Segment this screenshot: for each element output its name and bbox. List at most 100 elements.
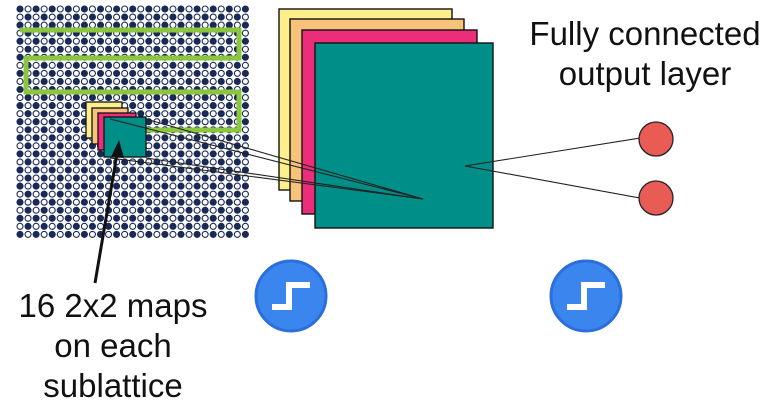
spin-down-dot xyxy=(241,222,249,230)
spin-down-dot xyxy=(217,230,225,238)
spin-up-dot xyxy=(209,5,217,13)
spin-up-dot xyxy=(145,150,153,158)
spin-up-dot xyxy=(177,230,185,238)
spin-down-dot xyxy=(161,222,169,230)
connection-line xyxy=(145,157,424,200)
spin-down-dot xyxy=(121,37,129,45)
scan-path-line xyxy=(20,27,242,133)
spin-down-dot xyxy=(56,134,64,142)
spin-down-dot xyxy=(233,182,241,190)
spin-down-dot xyxy=(161,142,169,150)
spin-down-dot xyxy=(129,45,137,53)
spin-up-dot xyxy=(80,37,88,45)
spin-up-dot xyxy=(185,94,193,102)
spin-down-dot xyxy=(169,150,177,158)
spin-up-dot xyxy=(185,206,193,214)
spin-up-dot xyxy=(113,214,121,222)
spin-down-dot xyxy=(217,198,225,206)
spin-down-dot xyxy=(48,174,56,182)
spin-down-dot xyxy=(209,61,217,69)
spin-up-dot xyxy=(241,118,249,126)
spin-down-dot xyxy=(16,158,24,166)
spin-up-dot xyxy=(177,5,185,13)
spin-up-dot xyxy=(24,174,32,182)
spin-down-dot xyxy=(72,69,80,77)
spin-up-dot xyxy=(169,61,177,69)
spin-down-dot xyxy=(24,182,32,190)
spin-down-dot xyxy=(16,61,24,69)
spin-up-dot xyxy=(161,69,169,77)
spin-up-dot xyxy=(209,198,217,206)
spin-down-dot xyxy=(105,166,113,174)
spin-down-dot xyxy=(80,94,88,102)
spin-down-dot xyxy=(32,13,40,21)
spin-down-dot xyxy=(48,206,56,214)
spin-down-dot xyxy=(177,190,185,198)
spin-down-dot xyxy=(161,110,169,118)
spin-up-dot xyxy=(241,21,249,29)
spin-up-dot xyxy=(209,118,217,126)
spin-down-dot xyxy=(32,190,40,198)
spin-down-dot xyxy=(48,142,56,150)
spin-up-dot xyxy=(185,110,193,118)
spin-up-dot xyxy=(225,134,233,142)
spin-down-dot xyxy=(64,158,72,166)
feature-map-teal xyxy=(314,42,494,229)
spin-up-dot xyxy=(177,69,185,77)
spin-up-dot xyxy=(48,37,56,45)
spin-up-dot xyxy=(185,142,193,150)
spin-down-dot xyxy=(56,69,64,77)
spin-down-dot xyxy=(241,29,249,37)
spin-up-dot xyxy=(32,5,40,13)
spin-up-dot xyxy=(185,222,193,230)
spin-down-dot xyxy=(16,45,24,53)
spin-down-dot xyxy=(48,77,56,85)
spin-down-dot xyxy=(201,102,209,110)
spin-up-dot xyxy=(88,13,96,21)
spin-up-dot xyxy=(64,230,72,238)
spin-down-dot xyxy=(121,214,129,222)
spin-down-dot xyxy=(177,45,185,53)
spin-up-dot xyxy=(72,45,80,53)
spin-down-dot xyxy=(233,214,241,222)
spin-down-dot xyxy=(80,142,88,150)
spin-up-dot xyxy=(241,102,249,110)
spin-up-dot xyxy=(121,45,129,53)
spin-down-dot xyxy=(201,37,209,45)
spin-up-dot xyxy=(169,142,177,150)
spin-down-dot xyxy=(137,69,145,77)
spin-up-dot xyxy=(16,102,24,110)
spin-up-dot xyxy=(225,69,233,77)
spin-down-dot xyxy=(113,77,121,85)
spin-up-dot xyxy=(40,142,48,150)
spin-down-dot xyxy=(153,37,161,45)
spin-up-dot xyxy=(105,45,113,53)
spin-down-dot xyxy=(40,118,48,126)
spin-down-dot xyxy=(64,94,72,102)
spin-up-dot xyxy=(24,13,32,21)
spin-up-dot xyxy=(105,94,113,102)
spin-up-dot xyxy=(241,53,249,61)
spin-up-dot xyxy=(217,94,225,102)
spin-up-dot xyxy=(113,21,121,29)
spin-down-dot xyxy=(72,5,80,13)
spin-down-dot xyxy=(40,166,48,174)
arrow-shaft xyxy=(93,147,120,284)
spin-up-dot xyxy=(177,118,185,126)
spin-up-dot xyxy=(145,230,153,238)
spin-up-dot xyxy=(121,222,129,230)
spin-down-dot xyxy=(209,222,217,230)
spin-up-dot xyxy=(24,222,32,230)
spin-down-dot xyxy=(48,158,56,166)
spin-down-dot xyxy=(201,118,209,126)
spin-up-dot xyxy=(56,45,64,53)
spin-down-dot xyxy=(185,150,193,158)
spin-down-dot xyxy=(88,214,96,222)
convolution-scan-path xyxy=(20,27,242,133)
spin-down-dot xyxy=(177,158,185,166)
spin-down-dot xyxy=(217,214,225,222)
spin-down-dot xyxy=(96,206,105,214)
spin-up-dot xyxy=(16,118,24,126)
spin-up-dot xyxy=(32,150,40,158)
spin-up-dot xyxy=(225,198,233,206)
